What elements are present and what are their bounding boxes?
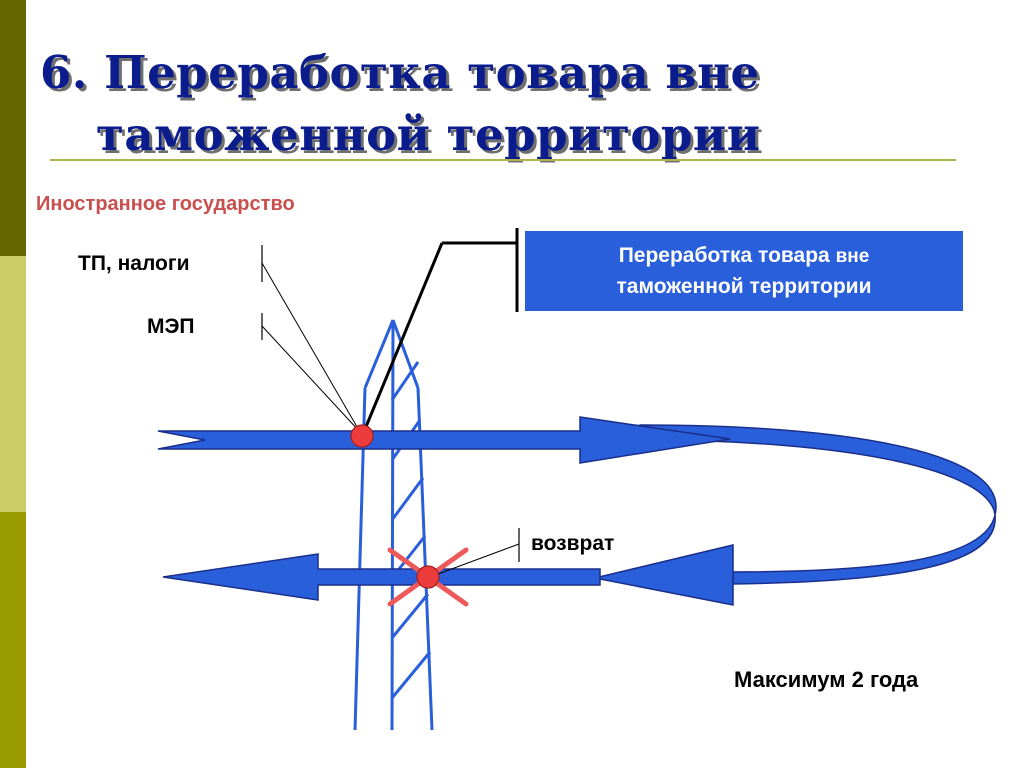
callout-leaders — [261, 228, 520, 578]
return-arrow — [162, 553, 601, 601]
customs-border — [353, 319, 434, 731]
return-arrow-head — [594, 544, 734, 606]
return-label: возврат — [531, 532, 615, 555]
border-top-left-line — [363, 319, 395, 389]
processing-box-line-1: Переработка товара вне — [525, 241, 963, 272]
left-stripe-bottom — [0, 512, 26, 768]
left-stripe-top — [0, 0, 26, 256]
title-line-1: 6. Переработка товара вне — [40, 46, 760, 99]
outbound-arrow — [157, 416, 731, 464]
processing-box-line-2: таможенной территории — [616, 274, 872, 298]
left-stripe-middle — [0, 256, 26, 512]
mep-label: МЭП — [147, 315, 195, 338]
processing-box-line-1-tail: вне — [835, 245, 870, 267]
mep-leader — [261, 325, 361, 433]
page-title: 6. Переработка товара вне таможенной тер… — [40, 42, 920, 166]
return-crossing-marker — [416, 565, 440, 589]
processing-box: Переработка товара вне таможенной террит… — [525, 231, 963, 311]
tp-taxes-label: ТП, налоги — [78, 252, 190, 275]
max-period-label: Максимум 2 года — [734, 667, 919, 692]
border-top-right-line — [391, 319, 420, 389]
title-divider — [50, 159, 956, 161]
return-leader — [429, 543, 520, 578]
border-center-line — [390, 319, 395, 731]
export-crossing-marker — [350, 424, 374, 448]
title-line-2: таможенной территории — [96, 108, 761, 161]
tp-leader — [261, 262, 361, 433]
processing-box-line-1-main: Переработка товара — [618, 243, 830, 267]
process-leader — [361, 242, 444, 435]
foreign-state-label: Иностранное государство — [36, 193, 295, 215]
